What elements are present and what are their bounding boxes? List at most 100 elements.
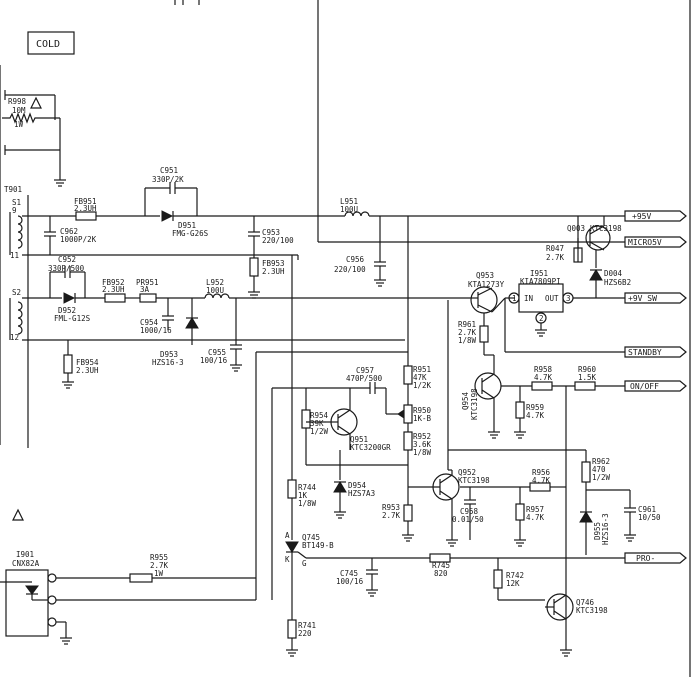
svg-text:100/16: 100/16 bbox=[336, 577, 364, 586]
r741-resistor: R741 220 bbox=[286, 619, 316, 657]
svg-text:C962: C962 bbox=[60, 227, 78, 236]
ground-icon bbox=[514, 431, 526, 439]
cold-area-label: COLD bbox=[27, 31, 75, 55]
svg-text:FB953: FB953 bbox=[262, 259, 285, 268]
svg-text:R741: R741 bbox=[298, 621, 316, 630]
ground-icon bbox=[60, 637, 72, 645]
svg-text:A: A bbox=[285, 531, 290, 540]
ground-icon bbox=[230, 364, 242, 372]
svg-text:3: 3 bbox=[566, 294, 571, 303]
svg-text:D951: D951 bbox=[178, 221, 196, 230]
svg-text:D004: D004 bbox=[604, 269, 623, 278]
q003-transistor: Q003 KTC3198 R047 2.7K D004 HZS6B2 bbox=[546, 216, 631, 298]
svg-text:KTC3198: KTC3198 bbox=[470, 388, 479, 420]
svg-text:9: 9 bbox=[12, 206, 17, 215]
svg-text:1.5K: 1.5K bbox=[578, 373, 597, 382]
svg-text:Q745: Q745 bbox=[302, 533, 320, 542]
rail-9v-sw: C952 330P/500 D952 FML-G12S FB952 2.3UH … bbox=[22, 255, 470, 372]
svg-text:C951: C951 bbox=[160, 166, 178, 175]
svg-text:CNX82A: CNX82A bbox=[12, 559, 40, 568]
ground-icon bbox=[334, 511, 346, 519]
svg-text:R956: R956 bbox=[532, 468, 551, 477]
svg-text:L951: L951 bbox=[340, 197, 358, 206]
svg-text:39K: 39K bbox=[310, 419, 324, 428]
svg-text:D952: D952 bbox=[58, 306, 76, 315]
svg-text:Q003: Q003 bbox=[567, 224, 585, 233]
svg-text:Q954: Q954 bbox=[461, 391, 470, 410]
svg-text:3.6K: 3.6K bbox=[413, 440, 432, 449]
svg-text:1K: 1K bbox=[298, 491, 308, 500]
svg-text:IN: IN bbox=[524, 294, 533, 303]
svg-text:C961: C961 bbox=[638, 505, 656, 514]
svg-text:R954: R954 bbox=[310, 411, 329, 420]
svg-text:Q746: Q746 bbox=[576, 598, 595, 607]
ground-icon bbox=[624, 534, 636, 542]
svg-text:KTC3198: KTC3198 bbox=[590, 224, 622, 233]
svg-text:12K: 12K bbox=[506, 579, 520, 588]
svg-text:2.3UH: 2.3UH bbox=[74, 204, 97, 213]
svg-text:FB954: FB954 bbox=[76, 358, 99, 367]
svg-text:K: K bbox=[285, 555, 290, 564]
svg-text:4.7K: 4.7K bbox=[526, 513, 545, 522]
svg-text:R953: R953 bbox=[382, 503, 400, 512]
svg-text:100U: 100U bbox=[206, 286, 224, 295]
svg-text:2.7K: 2.7K bbox=[546, 253, 565, 262]
q953-transistor: Q953 KTA1273Y bbox=[468, 271, 515, 325]
svg-text:1/2W: 1/2W bbox=[310, 427, 329, 436]
svg-text:330P/2K: 330P/2K bbox=[152, 175, 184, 184]
svg-text:C745: C745 bbox=[340, 569, 358, 578]
q954-transistor: Q954 KTC3198 bbox=[461, 354, 532, 439]
svg-text:MICRO5V: MICRO5V bbox=[628, 238, 662, 247]
svg-text:COLD: COLD bbox=[36, 39, 60, 50]
svg-text:2.3UH: 2.3UH bbox=[102, 285, 125, 294]
svg-text:1K-B: 1K-B bbox=[413, 414, 432, 423]
svg-text:R745: R745 bbox=[432, 561, 450, 570]
svg-text:47K: 47K bbox=[413, 373, 427, 382]
ground-icon bbox=[560, 649, 572, 657]
ground-icon bbox=[62, 381, 74, 389]
r951-divider: R951 47K 1/2K R950 1K-B R952 3.6K 1/8W R… bbox=[255, 351, 432, 545]
svg-text:1W: 1W bbox=[14, 120, 24, 129]
svg-text:2.3UH: 2.3UH bbox=[262, 267, 285, 276]
svg-text:Q953: Q953 bbox=[476, 271, 494, 280]
ground-icon bbox=[488, 431, 500, 439]
svg-text:+95V: +95V bbox=[632, 212, 651, 221]
q745-thyristor: R744 1K 1/8W A K G Q745 BT149-B bbox=[285, 255, 430, 620]
svg-text:R960: R960 bbox=[578, 365, 597, 374]
r998-resistor: R998 10M 1W bbox=[2, 90, 66, 187]
ground-icon bbox=[374, 279, 386, 287]
i951-regulator: 1 IN OUT 3 2 I951 KIA7809PI bbox=[508, 269, 574, 337]
svg-text:1/2W: 1/2W bbox=[592, 473, 611, 482]
rail-pro: R745 820 PRO- C745 100/16 R742 12K bbox=[336, 552, 687, 601]
svg-text:11: 11 bbox=[10, 251, 19, 260]
svg-text:C952: C952 bbox=[58, 255, 76, 264]
svg-text:C956: C956 bbox=[346, 255, 365, 264]
svg-text:820: 820 bbox=[434, 569, 448, 578]
svg-text:10M: 10M bbox=[12, 106, 26, 115]
svg-text:100U: 100U bbox=[340, 205, 358, 214]
svg-text:D955: D955 bbox=[593, 522, 602, 540]
svg-text:C955: C955 bbox=[208, 348, 226, 357]
svg-text:C953: C953 bbox=[262, 228, 280, 237]
svg-text:R951: R951 bbox=[413, 365, 431, 374]
ground-icon bbox=[54, 179, 66, 187]
svg-text:2.7K: 2.7K bbox=[382, 511, 401, 520]
svg-text:FMG-G26S: FMG-G26S bbox=[172, 229, 209, 238]
svg-text:FB951: FB951 bbox=[74, 197, 97, 206]
svg-text:Q952: Q952 bbox=[458, 468, 476, 477]
svg-text:R961: R961 bbox=[458, 320, 476, 329]
i901-optocoupler: I901 CNX82A bbox=[0, 508, 256, 645]
t901-transformer: T901 S1 9 11 S2 12 bbox=[4, 185, 23, 342]
svg-text:S2: S2 bbox=[12, 288, 21, 297]
svg-text:R742: R742 bbox=[506, 571, 524, 580]
svg-text:220: 220 bbox=[298, 629, 312, 638]
ground-icon bbox=[535, 329, 547, 337]
svg-text:C954: C954 bbox=[140, 318, 159, 327]
ground-icon bbox=[366, 589, 378, 597]
svg-text:R952: R952 bbox=[413, 432, 431, 441]
svg-text:HZS16-3: HZS16-3 bbox=[152, 358, 184, 367]
svg-text:1/8W: 1/8W bbox=[413, 448, 432, 457]
svg-text:1/2K: 1/2K bbox=[413, 381, 432, 390]
